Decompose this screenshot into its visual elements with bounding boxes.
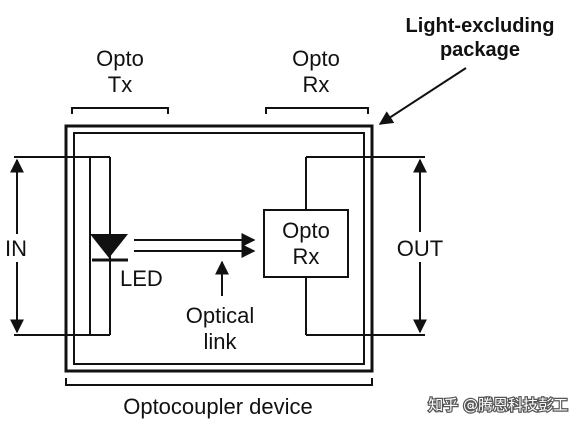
device-bracket — [65, 378, 373, 386]
optical-link-label-line1: Optical — [186, 303, 254, 328]
opto-rx-box-label-line2: Rx — [293, 244, 320, 269]
package-outer-border — [64, 124, 374, 373]
opto-rx-box — [263, 209, 349, 278]
led-label: LED — [120, 266, 163, 291]
led-diode-icon — [90, 234, 128, 258]
in-label: IN — [5, 236, 27, 261]
opto-tx-label-line2: Tx — [108, 72, 132, 97]
package-pointer-arrow — [378, 67, 467, 125]
light-excluding-label-line1: Light-excluding — [406, 15, 555, 37]
opto-tx-bracket — [71, 107, 169, 114]
device-label: Optocoupler device — [123, 394, 313, 419]
opto-rx-box-label-line1: Opto — [282, 218, 330, 243]
optical-link-label-line2: link — [203, 329, 237, 354]
opto-rx-bracket — [265, 107, 369, 114]
light-excluding-label-line2: package — [440, 39, 520, 61]
watermark-text: 知乎 @腾恩科技彭工 — [428, 396, 568, 414]
out-label: OUT — [397, 236, 443, 261]
opto-rx-top-label-line2: Rx — [303, 72, 330, 97]
opto-tx-label-line1: Opto — [96, 46, 144, 71]
package-inner-border — [73, 132, 365, 365]
opto-rx-top-label-line1: Opto — [292, 46, 340, 71]
